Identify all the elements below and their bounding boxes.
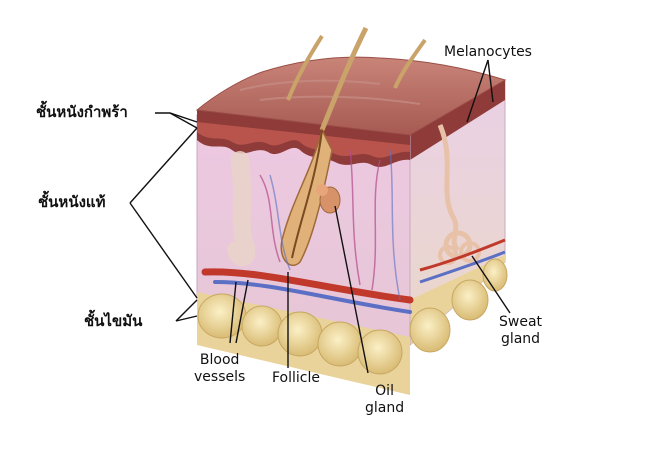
label-blood-vessels: Blood vessels [194,352,245,386]
label-blood-vessels-line-1: Blood [199,352,240,368]
leader-lines [129,59,511,374]
label-oil-gland-line-1: Oil [375,383,394,399]
label-follicle: Follicle [272,370,320,386]
label-blood-vessels-line-2: vessels [194,369,246,385]
label-dermis: ชั้นหนังแท้ [38,193,106,211]
label-epidermis: ชั้นหนังกำพร้า [36,103,128,121]
label-oil-gland-line-2: gland [365,400,405,416]
label-melanocytes: Melanocytes [444,44,532,60]
label-sweat-gland-line-2: gland [500,331,541,347]
hair-strands [286,26,427,131]
label-sweat-gland: Sweat gland [499,314,542,348]
skin-surface [195,56,507,136]
fat-layer-shape [197,258,508,395]
label-oil-gland: Oil gland [365,383,404,417]
label-hypodermis: ชั้นไขมัน [84,312,143,330]
label-sweat-gland-line-1: Sweat [499,314,543,330]
